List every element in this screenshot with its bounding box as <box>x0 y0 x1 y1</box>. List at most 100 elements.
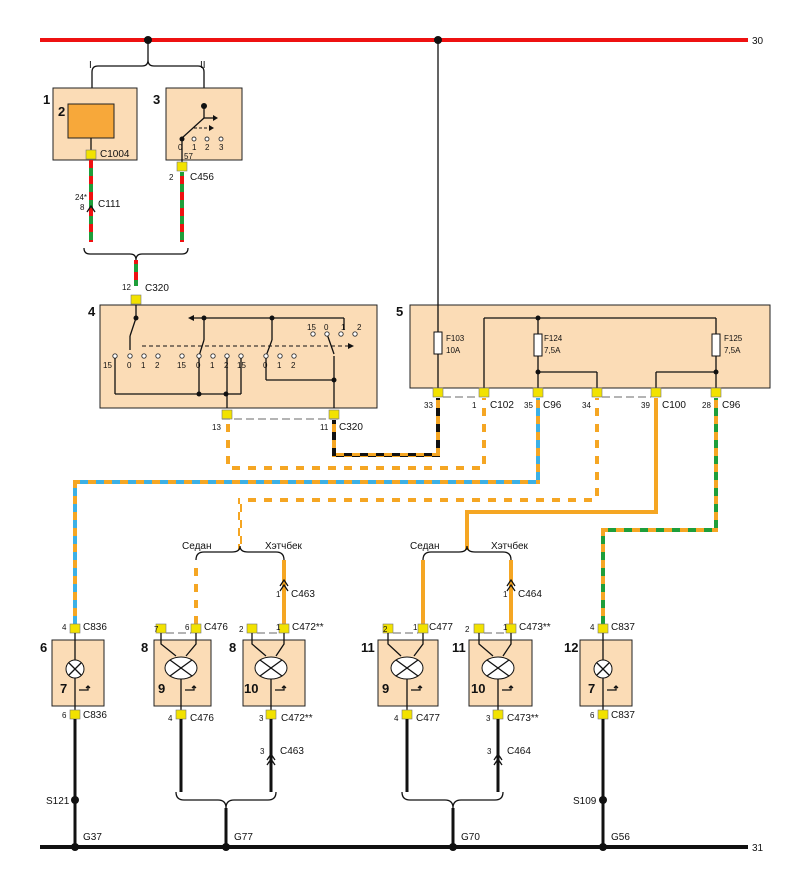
fuse-f125-rating: 7,5A <box>724 346 741 355</box>
svg-text:6: 6 <box>62 711 67 720</box>
label-c837-bottom: C837 <box>611 710 635 721</box>
svg-text:1: 1 <box>472 401 477 410</box>
rail-31-label: 31 <box>752 843 764 854</box>
svg-text:4: 4 <box>590 623 595 632</box>
component-11-number-a: 11 <box>361 640 375 655</box>
fuse-f124-rating: 7,5A <box>544 346 561 355</box>
svg-text:2: 2 <box>169 173 174 182</box>
svg-text:11: 11 <box>320 423 329 432</box>
wire-c100-39-to-right-lamps <box>465 398 658 550</box>
connector-c463-bottom <box>266 752 276 766</box>
component-12-number: 12 <box>564 640 578 655</box>
connector-c1004 <box>85 149 97 160</box>
label-c456: C456 <box>190 172 214 183</box>
branch-ii: II <box>200 60 206 71</box>
component-1-number: 1 <box>43 92 50 107</box>
svg-text:0: 0 <box>324 323 329 332</box>
label-c102: C102 <box>490 400 514 411</box>
component-2-number: 2 <box>58 104 65 119</box>
svg-text:1: 1 <box>277 361 282 370</box>
component-8-number-b: 8 <box>229 640 236 655</box>
svg-text:35: 35 <box>524 401 533 410</box>
svg-text:1: 1 <box>210 361 215 370</box>
component-6-number: 6 <box>40 640 47 655</box>
label-c836-bottom: C836 <box>83 710 107 721</box>
svg-text:15: 15 <box>177 361 186 370</box>
label-c477-top: C477 <box>429 622 453 633</box>
svg-text:1: 1 <box>503 623 508 632</box>
svg-text:6: 6 <box>185 623 190 632</box>
component-7-right-number: 7 <box>588 681 595 696</box>
label-g77: G77 <box>234 832 253 843</box>
component-7-left-number: 7 <box>60 681 67 696</box>
svg-text:15: 15 <box>103 361 112 370</box>
svg-text:57: 57 <box>184 152 193 161</box>
label-c836-top: C836 <box>83 622 107 633</box>
component-4-number: 4 <box>88 304 96 319</box>
component-9-left-number: 9 <box>158 681 165 696</box>
connector-c456 <box>176 161 188 172</box>
component-5-box <box>409 304 771 389</box>
splice-s121 <box>71 796 79 804</box>
svg-text:1: 1 <box>413 623 418 632</box>
component-3-number: 3 <box>153 92 160 107</box>
module4-group1: 15 0 1 2 15 <box>103 353 186 370</box>
svg-text:3: 3 <box>260 747 265 756</box>
svg-text:15: 15 <box>307 323 316 332</box>
svg-text:0: 0 <box>127 361 132 370</box>
label-g56: G56 <box>611 832 630 843</box>
label-c320-top: C320 <box>145 283 169 294</box>
label-g70: G70 <box>461 832 480 843</box>
wire-c96-28-to-c837 <box>601 398 718 624</box>
svg-text:2: 2 <box>239 625 244 634</box>
svg-text:7: 7 <box>154 625 159 634</box>
fuse-f124-id: F124 <box>544 334 563 343</box>
svg-text:1: 1 <box>192 143 197 152</box>
variant-sedan-right: Седан <box>410 541 439 552</box>
component-11-number-b: 11 <box>452 640 466 655</box>
component-5-number: 5 <box>396 304 403 319</box>
label-c463-bottom: C463 <box>280 746 304 757</box>
label-c476-bottom: C476 <box>190 713 214 724</box>
splice-s109 <box>599 796 607 804</box>
label-c837-top: C837 <box>611 622 635 633</box>
brace-top <box>91 59 205 73</box>
fuse-f103-rating: 10A <box>446 346 461 355</box>
variant-hatch-left: Хэтчбек <box>265 540 303 552</box>
svg-text:8: 8 <box>80 203 85 212</box>
connector-c320-pin13 <box>221 409 233 420</box>
svg-text:1: 1 <box>141 361 146 370</box>
svg-text:34: 34 <box>582 401 591 410</box>
connector-c320-top <box>130 294 142 305</box>
fuse-f125-id: F125 <box>724 334 743 343</box>
component-10-right-number: 10 <box>471 681 485 696</box>
label-c96-b: C96 <box>722 400 741 411</box>
branch-i: I <box>89 60 92 71</box>
label-c473-top: C473** <box>519 622 551 633</box>
svg-text:2: 2 <box>205 143 210 152</box>
label-c477-bottom: C477 <box>416 713 440 724</box>
svg-text:0: 0 <box>178 143 183 152</box>
svg-text:3: 3 <box>487 747 492 756</box>
label-s109: S109 <box>573 796 597 807</box>
wire-c320-13-to-c102-1 <box>226 398 486 470</box>
svg-text:15: 15 <box>237 361 246 370</box>
svg-text:4: 4 <box>394 714 399 723</box>
svg-text:1: 1 <box>276 590 281 599</box>
fuse-f103 <box>433 331 443 355</box>
label-c464-bottom: C464 <box>507 746 531 757</box>
svg-text:3: 3 <box>486 714 491 723</box>
label-c320-bottom: C320 <box>339 422 363 433</box>
svg-text:33: 33 <box>424 401 433 410</box>
wire-pin34-to-left-lamps <box>238 398 599 550</box>
component-9-right-number: 9 <box>382 681 389 696</box>
svg-text:3: 3 <box>259 714 264 723</box>
label-c476-top: C476 <box>204 622 228 633</box>
component-10-left-number: 10 <box>244 681 258 696</box>
label-s121: S121 <box>46 796 70 807</box>
connector-c320-pin11 <box>328 409 340 420</box>
svg-text:1: 1 <box>503 590 508 599</box>
svg-text:2: 2 <box>155 361 160 370</box>
